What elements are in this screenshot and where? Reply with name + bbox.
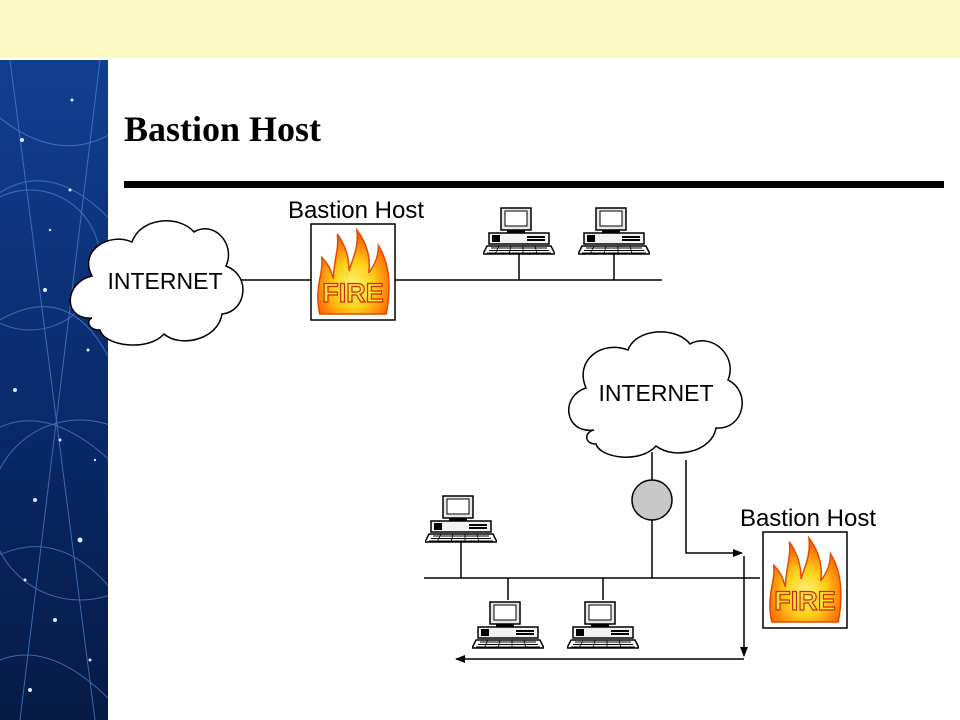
computer-icon bbox=[567, 601, 639, 649]
top-banner bbox=[0, 0, 960, 58]
bastion-host-label: Bastion Host bbox=[740, 505, 876, 532]
firewall-icon: FIRE bbox=[762, 531, 848, 629]
slide-title: Bastion Host bbox=[124, 109, 322, 149]
internet-label: INTERNET bbox=[108, 268, 223, 294]
firewall-icon: FIRE bbox=[310, 223, 396, 321]
computer-icon bbox=[578, 207, 650, 255]
router-icon bbox=[631, 479, 673, 521]
decorative-star-map-strip bbox=[0, 60, 108, 720]
cloud-icon bbox=[69, 220, 244, 346]
title-divider bbox=[124, 181, 944, 188]
cloud-icon bbox=[568, 331, 743, 458]
computer-icon bbox=[425, 495, 497, 543]
internet-label: INTERNET bbox=[599, 380, 714, 406]
computer-icon bbox=[483, 207, 555, 255]
arrow-icon bbox=[685, 460, 743, 557]
firewall-text: FIRE bbox=[774, 586, 836, 616]
bastion-host-label: Bastion Host bbox=[288, 197, 424, 224]
computer-icon bbox=[472, 601, 544, 649]
firewall-text: FIRE bbox=[322, 278, 384, 308]
